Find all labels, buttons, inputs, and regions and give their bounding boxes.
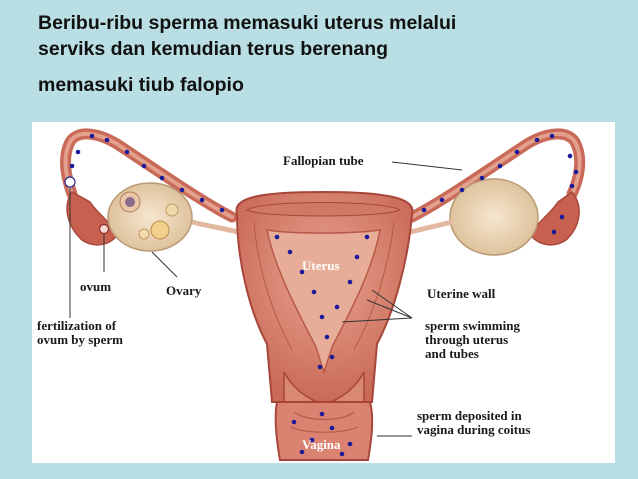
ovum-cell	[98, 223, 110, 235]
slide-title: Beribu-ribu sperma memasuki uterus melal…	[38, 10, 608, 98]
label-fertilization-line2: ovum by sperm	[37, 332, 123, 347]
uterine-cavity	[266, 229, 381, 375]
label-sperm-swim-line2: through uterus	[425, 332, 509, 347]
title-line-1: Beribu-ribu sperma memasuki uterus melal…	[38, 12, 457, 34]
label-fertilization: fertilization of ovum by sperm	[34, 318, 126, 348]
label-sperm-dep-line2: vagina during coitus	[417, 422, 531, 437]
title-line-2: serviks dan kemudian terus berenang	[38, 38, 389, 60]
label-fallopian-tube: Fallopian tube	[280, 153, 367, 169]
sperm-cells	[69, 133, 579, 457]
label-sperm-swim-line1: sperm swimming	[425, 318, 520, 333]
right-fimbriae	[529, 190, 580, 246]
title-line-3: memasuki tiub falopio	[38, 74, 244, 96]
label-sperm-dep-line1: sperm deposited in	[417, 408, 522, 423]
label-ovum: ovum	[80, 279, 112, 294]
label-ovary: Ovary	[166, 283, 202, 298]
label-sperm-swimming: sperm swimming through uterus and tubes	[422, 318, 523, 362]
label-fertilization-line1: fertilization of	[37, 318, 117, 333]
reproductive-diagram: Fallopian tube Uterus Uterine wall ovum …	[32, 122, 615, 463]
anatomy-illustration	[60, 128, 586, 461]
label-sperm-deposited: sperm deposited in vagina during coitus	[414, 408, 534, 438]
vagina	[274, 401, 374, 461]
leader-lines	[69, 161, 463, 437]
label-vagina: Vagina	[302, 437, 341, 452]
label-uterus: Uterus	[302, 258, 340, 273]
label-uterine-wall: Uterine wall	[424, 286, 499, 302]
right-ovary	[449, 178, 539, 256]
left-ovary	[107, 182, 193, 252]
fertilized-ovum	[64, 176, 76, 188]
label-sperm-swim-line3: and tubes	[425, 346, 479, 361]
